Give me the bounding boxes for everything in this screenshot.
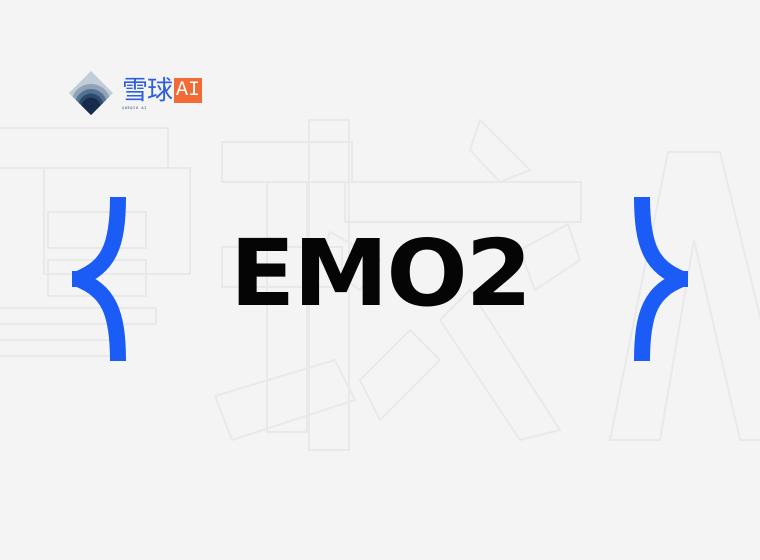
snowball-logo-icon [69, 71, 113, 115]
brand-logo: 雪球 AI XUEQIU AI [68, 70, 203, 116]
brand-name-ai-badge: AI [174, 78, 203, 103]
brand-wordmark: 雪球 AI XUEQIU AI [122, 75, 203, 110]
page-title: EMO2 [229, 220, 532, 327]
brand-tagline: XUEQIU AI [122, 105, 147, 110]
right-brace-icon [634, 197, 688, 361]
left-brace-icon [72, 197, 126, 361]
brand-name-cn: 雪球 [122, 75, 173, 106]
